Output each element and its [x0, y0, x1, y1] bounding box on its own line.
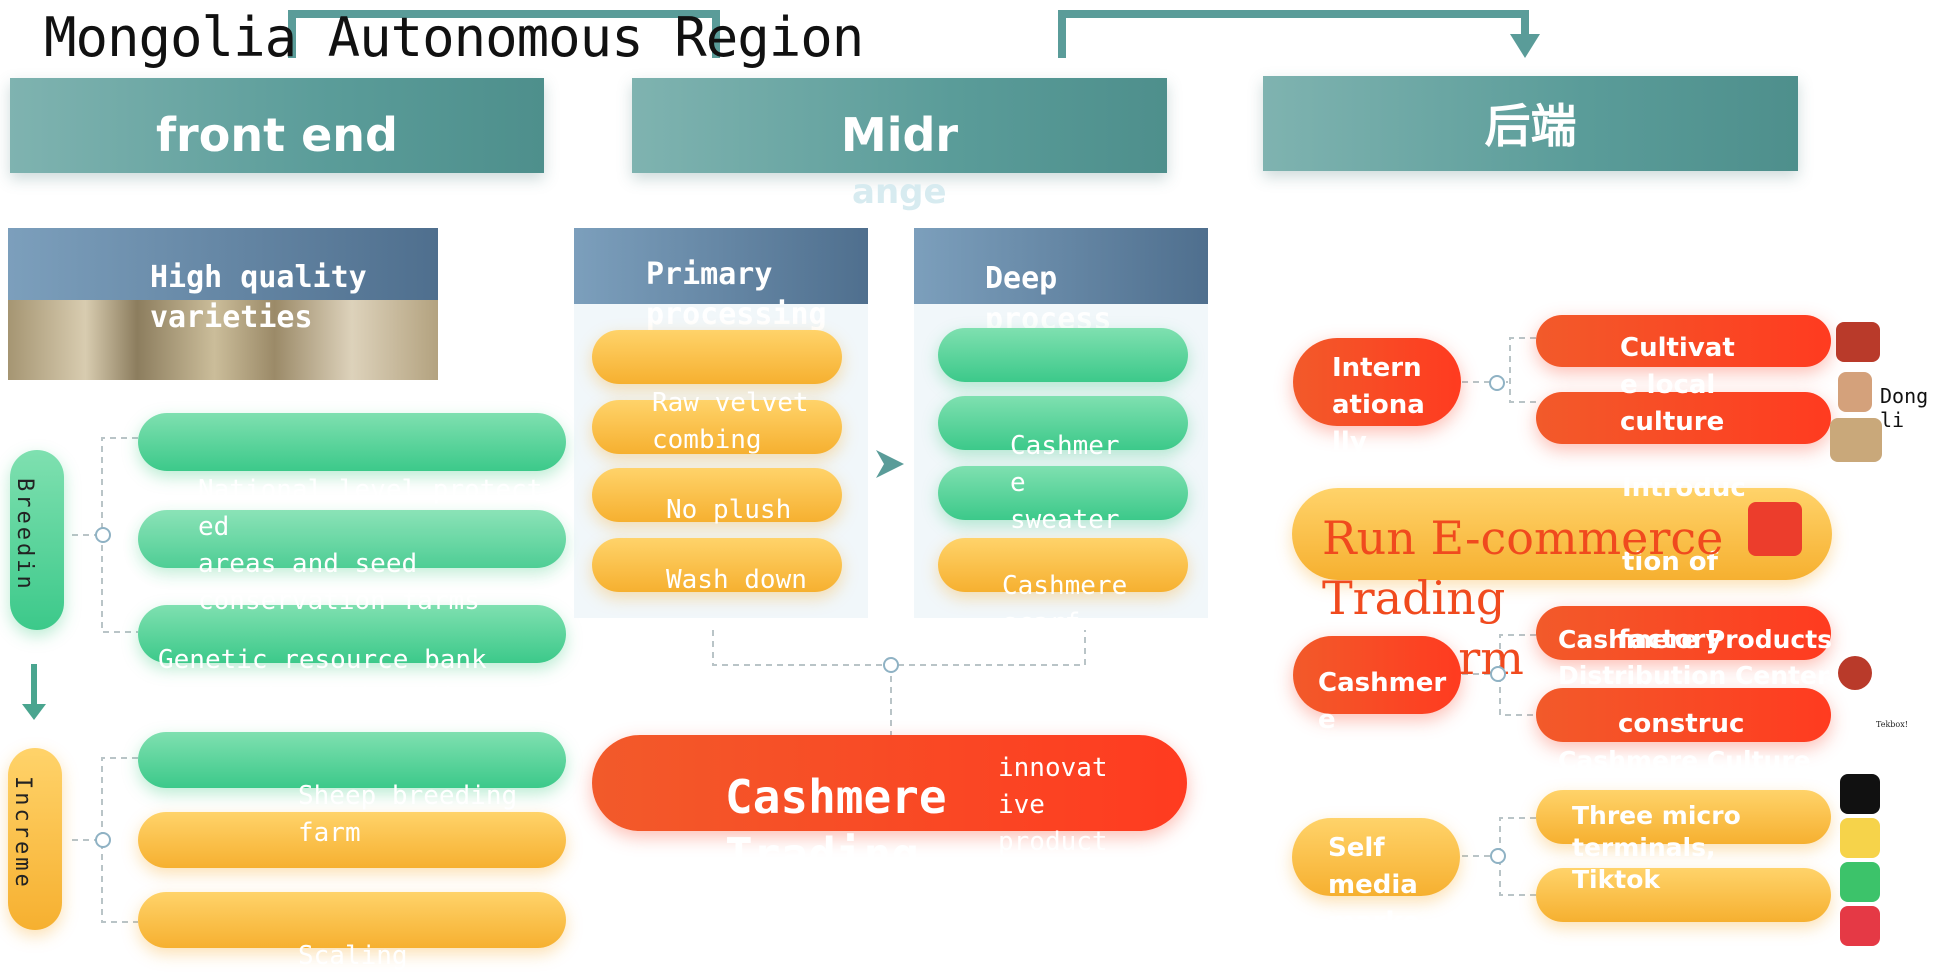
scarf-text: Cashmere scarf — [1002, 571, 1128, 638]
varieties-label: High quality varieties — [150, 260, 367, 335]
factory-text: factory — [1618, 625, 1723, 655]
mid-junction-1 — [883, 657, 899, 673]
self-media-node — [1292, 818, 1460, 896]
sweater-text: Cashmer e sweater — [1010, 431, 1120, 535]
deep-pill-4 — [938, 538, 1188, 592]
arrow-down-icon — [1510, 34, 1540, 58]
micro-videos-text: Micro videos, — [1554, 945, 1758, 975]
cultivate-text: Cultivat e local culture — [1620, 333, 1735, 437]
intl-brands-node — [1293, 338, 1461, 426]
distribution-pill — [1536, 606, 1831, 660]
jd-mascot-icon — [1748, 502, 1802, 556]
header-back-end: 后端 — [1263, 76, 1798, 171]
protected-areas-pill — [138, 413, 566, 471]
self-media-text: Self media marke — [1328, 833, 1420, 937]
scaling-text: Scaling — [298, 941, 408, 971]
chevron-right-icon — [876, 450, 904, 478]
tekbox-text: Tekbox! — [1876, 720, 1908, 729]
cashmere-town-node — [1293, 636, 1461, 714]
deep-panel-head — [914, 228, 1208, 304]
sheep-farm-top-pill — [138, 732, 566, 788]
sheep-farm-text: Sheep breeding farm — [298, 781, 518, 848]
no-plush-text: No plush — [666, 495, 792, 525]
top-connector-mid-back — [1058, 10, 1529, 58]
primary-pill-2 — [592, 400, 842, 454]
deep-pill-3 — [938, 466, 1188, 520]
cashmere-trading-pill — [592, 735, 1187, 831]
weibo-icon — [1840, 818, 1880, 858]
increment-junction — [95, 832, 111, 848]
header-mid: Midr — [632, 78, 1167, 173]
primary-pill-3 — [592, 468, 842, 522]
page-title: Mongolia Autonomous Region — [44, 6, 864, 69]
construction-pill — [1536, 688, 1831, 742]
seed-farm-pill — [138, 510, 566, 568]
top-connector-front-mid — [288, 10, 720, 58]
breeding-label: Breedin — [12, 478, 37, 592]
down-arrow-icon — [22, 704, 46, 720]
dongli-logo — [1830, 418, 1882, 462]
terminals-pill-1 — [1536, 790, 1831, 844]
three-terminals-text: Three micro terminals, Tiktok — [1572, 801, 1741, 894]
scaling-pill — [138, 892, 566, 948]
deep-pill-2 — [938, 396, 1188, 450]
wechat-icon — [1840, 862, 1880, 902]
breeding-junction — [95, 527, 111, 543]
dongli-text: Dong li — [1880, 384, 1929, 432]
sheep-logo-icon — [1838, 372, 1872, 412]
cashmere-town-text: Cashmere Town — [1318, 668, 1447, 772]
primary-pill-4 — [592, 538, 842, 592]
cashmere-trading-title: Cashmere Trading — [725, 770, 947, 882]
raw-velvet-text: Raw velvet combing — [652, 388, 809, 455]
primary-pill-1 — [592, 330, 842, 384]
media-junction — [1490, 848, 1506, 864]
distribution-text: Cashmere Products Distribution Center — [1558, 625, 1833, 690]
construction-text: construc — [1618, 709, 1745, 739]
town-junction — [1490, 666, 1506, 682]
introduction-text: Introduc tion of — [1622, 473, 1746, 577]
deep-pill-1 — [938, 328, 1188, 382]
cultivate-pill-2 — [1536, 392, 1831, 444]
increment-node — [8, 748, 62, 930]
sheep-photo — [8, 300, 438, 380]
gene-bank-pill — [138, 605, 566, 663]
mongolia-logo-icon — [1836, 322, 1880, 362]
innovative-product-text: innovat ive product — [998, 753, 1108, 857]
header-front-end: front end — [10, 78, 544, 173]
increment-label: Increme — [10, 776, 35, 890]
header-mid-overflow: ange — [852, 172, 947, 212]
brands-junction — [1489, 375, 1505, 391]
wash-down-text: Wash down — [666, 565, 807, 595]
mid-bracket — [712, 630, 1086, 666]
mongolia-small-logo-icon — [1838, 656, 1872, 690]
cultivate-pill-1 — [1536, 315, 1831, 367]
xiaohongshu-icon — [1840, 906, 1880, 946]
protected-areas-text: National level protected areas and seed … — [198, 475, 543, 616]
ecommerce-platform-pill — [1292, 488, 1832, 580]
sheep-farm-pill — [138, 812, 566, 868]
terminals-pill-2 — [1536, 868, 1831, 922]
gene-bank-text: Genetic resource bank research and breed… — [158, 645, 487, 712]
primary-head-text: Primary processing — [646, 257, 827, 332]
primary-panel-head — [574, 228, 868, 304]
breeding-node — [10, 450, 64, 630]
douyin-icon — [1840, 774, 1880, 814]
